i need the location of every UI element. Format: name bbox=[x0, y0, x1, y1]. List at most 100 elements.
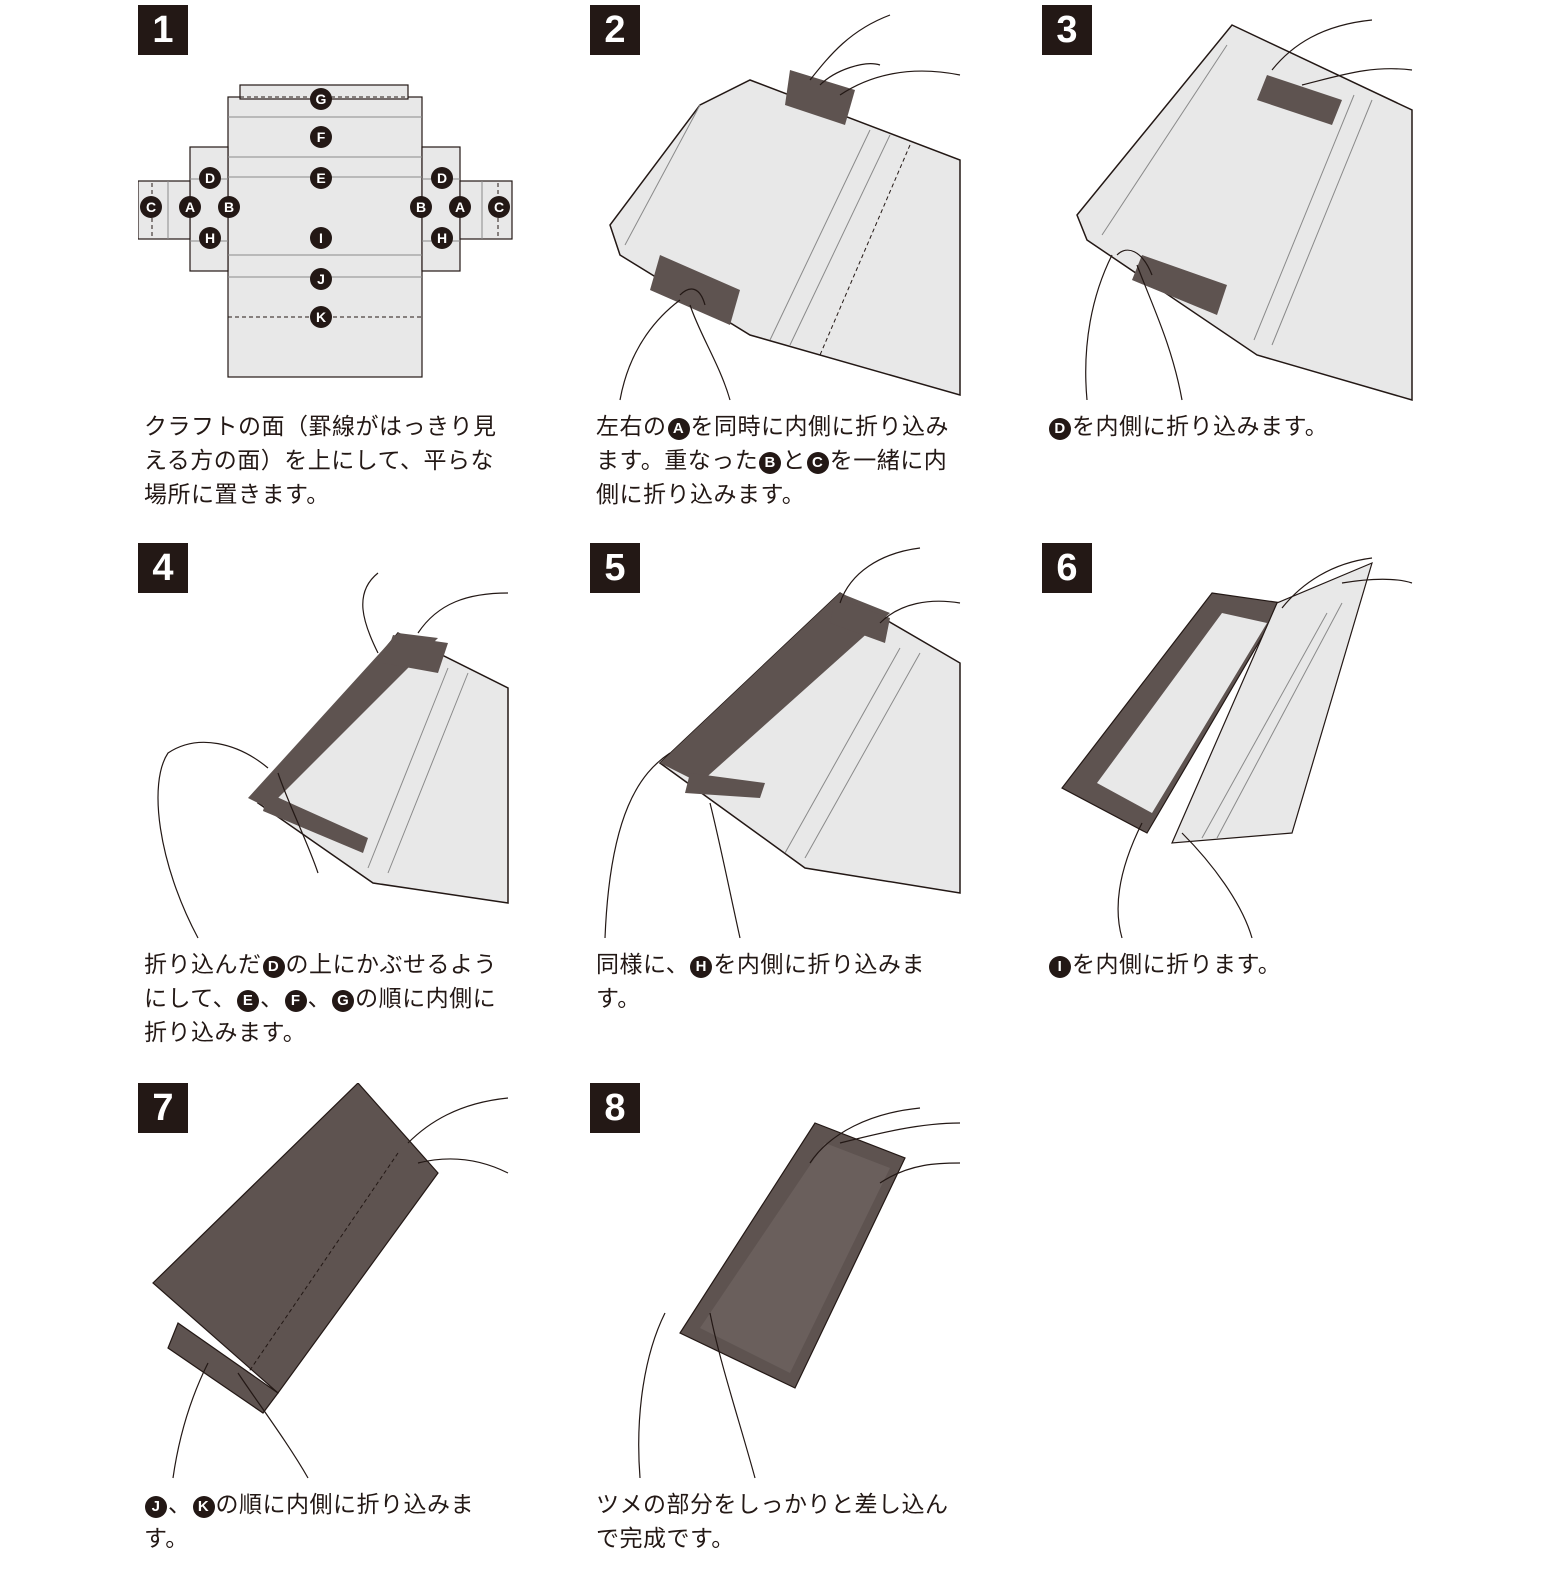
label-h-left-marker bbox=[199, 227, 221, 249]
part-label-badge: I bbox=[1049, 956, 1071, 978]
step-number: 2 bbox=[590, 5, 640, 55]
part-label-badge: G bbox=[332, 990, 355, 1012]
fold-illustration bbox=[609, 14, 961, 401]
hand-top bbox=[809, 1107, 961, 1184]
tray-floor bbox=[1097, 613, 1267, 813]
part-label-badge: H bbox=[690, 956, 713, 978]
label-i: I bbox=[319, 230, 323, 246]
caption-text: 、 bbox=[260, 986, 284, 1012]
caption-text: の順に内側に折り込みます。 bbox=[144, 1492, 474, 1552]
flap-d bbox=[1257, 75, 1342, 125]
label-d-left-marker bbox=[199, 167, 221, 189]
step-1: 1 bbox=[138, 5, 538, 515]
label-f: F bbox=[317, 129, 326, 145]
hand-left bbox=[619, 288, 731, 401]
label-g-marker bbox=[310, 88, 332, 110]
caption-text: の上にかぶせるようにして、 bbox=[144, 952, 497, 1012]
folded-wall bbox=[660, 593, 890, 783]
flap-h bbox=[830, 598, 890, 643]
step-number: 7 bbox=[138, 1083, 188, 1133]
caption-text: を一緒に内側に折り込みます。 bbox=[596, 448, 948, 508]
part-label-badge: E bbox=[237, 990, 260, 1012]
label-e: E bbox=[316, 170, 325, 186]
caption-text: ツメの部分をしっかりと差し込んで完成です。 bbox=[596, 1492, 949, 1552]
label-c: C bbox=[146, 199, 156, 215]
label-j-marker bbox=[310, 268, 332, 290]
label-b-left-marker bbox=[218, 196, 240, 218]
label-k: K bbox=[316, 309, 326, 325]
part-label-badge: A bbox=[667, 418, 690, 440]
step-number: 5 bbox=[590, 543, 640, 593]
hand-top bbox=[1281, 557, 1413, 609]
caption-text: を内側に折り込みます。 bbox=[1072, 414, 1329, 440]
step-number: 8 bbox=[590, 1083, 640, 1133]
label-b: B bbox=[224, 199, 234, 215]
step-number: 1 bbox=[138, 5, 188, 55]
flat-box-diagram: G F E D D C A B B A C H I H J K bbox=[138, 84, 513, 378]
hand-left bbox=[157, 741, 319, 939]
hand-bottom bbox=[1117, 822, 1253, 939]
hand-left bbox=[604, 752, 741, 939]
box-inside bbox=[700, 1143, 890, 1373]
hand-right bbox=[809, 14, 961, 96]
label-d-right-marker bbox=[431, 167, 453, 189]
label-a-left-marker bbox=[179, 196, 201, 218]
label-g: G bbox=[316, 91, 327, 107]
hand-left bbox=[1085, 249, 1183, 401]
label-h-right-marker bbox=[431, 227, 453, 249]
label-j: J bbox=[317, 271, 325, 287]
hand-top bbox=[839, 547, 961, 624]
hand-right bbox=[407, 1097, 509, 1174]
step-caption: ツメの部分をしっかりと差し込んで完成です。 bbox=[596, 1488, 966, 1556]
caption-text: と bbox=[782, 448, 806, 474]
part-label-badge: D bbox=[1049, 418, 1071, 440]
label-a-right-marker bbox=[449, 196, 471, 218]
caption-text: 同様に、 bbox=[596, 952, 690, 978]
caption-text: を内側に折り込みます。 bbox=[596, 952, 925, 1012]
label-e-marker bbox=[310, 167, 332, 189]
label-h: H bbox=[205, 230, 215, 246]
part-label-badge: C bbox=[806, 452, 829, 474]
step-number: 6 bbox=[1042, 543, 1092, 593]
caption-text: 、 bbox=[168, 1492, 192, 1518]
fold-illustration bbox=[157, 572, 509, 939]
part-label-badge: D bbox=[262, 956, 285, 978]
label-i-marker bbox=[310, 227, 332, 249]
label-c-right-marker bbox=[488, 196, 510, 218]
caption-text: 折り込んだ bbox=[144, 952, 262, 978]
hand-top bbox=[362, 572, 509, 654]
part-label-badge: F bbox=[284, 990, 307, 1012]
label-b-right-marker bbox=[410, 196, 432, 218]
label-a: A bbox=[455, 199, 465, 215]
fold-illustration bbox=[1076, 19, 1413, 401]
label-d: D bbox=[205, 170, 215, 186]
hand-right bbox=[1271, 19, 1413, 86]
label-b: B bbox=[416, 199, 426, 215]
flap-e bbox=[263, 793, 368, 853]
step-caption: クラフトの面（罫線がはっきり見える方の面）を上にして、平らな場所に置きます。 bbox=[144, 410, 514, 512]
fold-illustration bbox=[1061, 557, 1413, 939]
label-d: D bbox=[437, 170, 447, 186]
flap-a bbox=[785, 70, 855, 125]
caption-text: の順に内側に折り込みます。 bbox=[144, 986, 497, 1046]
fold-illustration bbox=[152, 1083, 509, 1479]
caption-text: 左右の bbox=[596, 414, 667, 440]
flap-g bbox=[383, 635, 448, 673]
fold-illustration bbox=[604, 547, 961, 939]
completed-box-illustration bbox=[638, 1107, 961, 1479]
part-label-badge: J bbox=[145, 1496, 167, 1518]
caption-text: を同時に内側に折り込みます。重なった bbox=[596, 414, 949, 474]
flap-i bbox=[1171, 561, 1373, 844]
step-number: 4 bbox=[138, 543, 188, 593]
caption-text: 、 bbox=[307, 986, 332, 1012]
flap-d bbox=[1132, 255, 1227, 315]
label-h: H bbox=[437, 230, 447, 246]
